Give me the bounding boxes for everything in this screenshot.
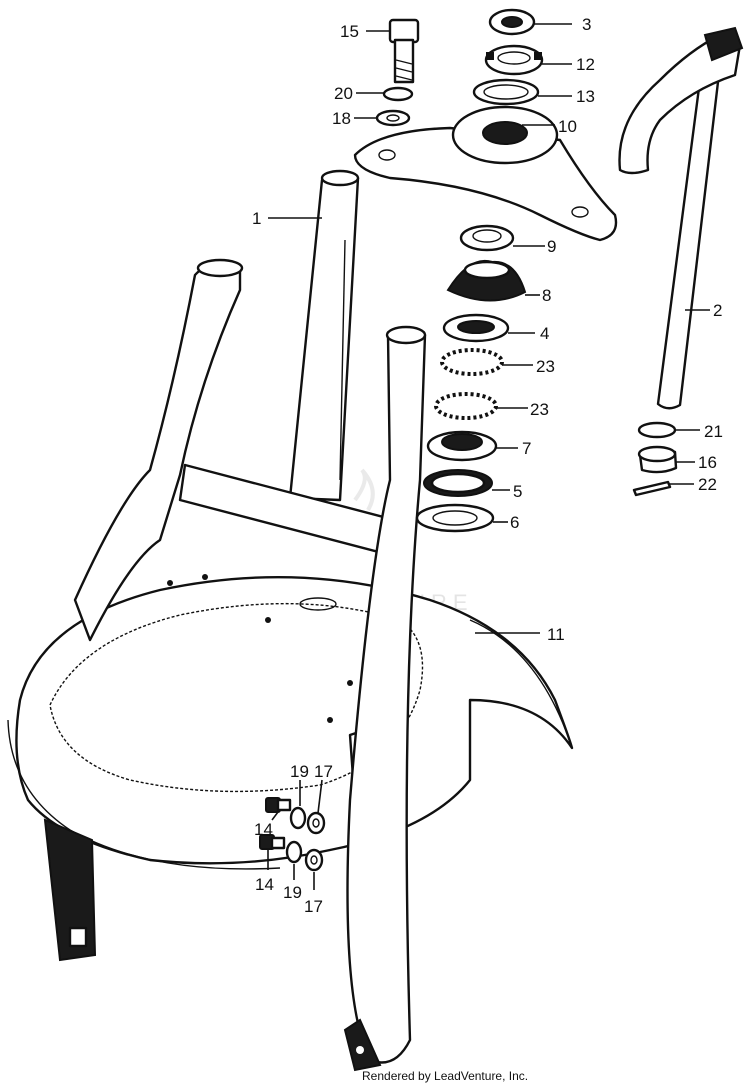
fork-shaft-2[interactable]	[618, 26, 744, 410]
washer-18[interactable]	[375, 109, 411, 127]
callout-14-lower: 14	[255, 875, 274, 894]
bolt-14-upper[interactable]	[265, 797, 292, 813]
callout-4: 4	[540, 324, 549, 343]
callout-17-upper: 17	[314, 762, 333, 781]
race-5[interactable]	[423, 469, 493, 497]
callout-13: 13	[576, 87, 595, 106]
washer-17-lower[interactable]	[304, 848, 324, 872]
callout-19-upper: 19	[290, 762, 309, 781]
callout-20: 20	[334, 84, 353, 103]
lock-nut-12[interactable]	[484, 44, 544, 76]
callout-2: 2	[713, 301, 722, 320]
callout-labels: 1 2 3 4 5 6 7 8 9 10 11 12 13 14 14 15 1…	[252, 15, 723, 916]
washer-21[interactable]	[637, 421, 677, 439]
callout-10: 10	[558, 117, 577, 136]
bolt-14-lower[interactable]	[259, 834, 286, 850]
callout-3: 3	[582, 15, 591, 34]
callout-19-lower: 19	[283, 883, 302, 902]
callout-23-lower: 23	[530, 400, 549, 419]
castle-nut-16[interactable]	[637, 445, 678, 474]
callout-6: 6	[510, 513, 519, 532]
callout-7: 7	[522, 439, 531, 458]
bolt-15[interactable]	[388, 18, 420, 84]
washer-20[interactable]	[382, 86, 414, 102]
callout-15: 15	[340, 22, 359, 41]
cone-race-9[interactable]	[459, 224, 515, 252]
callout-12: 12	[576, 55, 595, 74]
callout-14-upper: 14	[254, 820, 273, 839]
callout-1: 1	[252, 209, 261, 228]
cotter-pin-22[interactable]	[632, 480, 672, 497]
callout-23-upper: 23	[536, 357, 555, 376]
front-fender[interactable]	[7, 574, 574, 962]
leader-lines	[267, 23, 710, 890]
callout-22: 22	[698, 475, 717, 494]
washer-19-lower[interactable]	[285, 840, 303, 864]
callout-8: 8	[542, 286, 551, 305]
washer-19-upper[interactable]	[289, 806, 307, 830]
callout-18: 18	[332, 109, 351, 128]
steering-stem-fork[interactable]	[73, 169, 427, 1072]
washer-6[interactable]	[415, 503, 495, 533]
dust-cover-8[interactable]	[446, 259, 527, 302]
callout-17-lower: 17	[304, 897, 323, 916]
footer-credit: Rendered by LeadVenture, Inc.	[362, 1069, 528, 1083]
steel-balls-23-upper[interactable]	[440, 348, 504, 376]
race-4[interactable]	[442, 313, 510, 343]
callout-21: 21	[704, 422, 723, 441]
callout-5: 5	[513, 482, 522, 501]
callout-11: 11	[547, 625, 565, 644]
callout-16: 16	[698, 453, 717, 472]
steering-stem-nut[interactable]	[488, 8, 536, 36]
washer-17-upper[interactable]	[306, 811, 326, 835]
washer-13[interactable]	[472, 78, 540, 106]
top-bridge[interactable]	[353, 105, 618, 242]
race-7[interactable]	[426, 430, 498, 462]
steel-balls-23-lower[interactable]	[434, 392, 498, 420]
callout-9: 9	[547, 237, 556, 256]
